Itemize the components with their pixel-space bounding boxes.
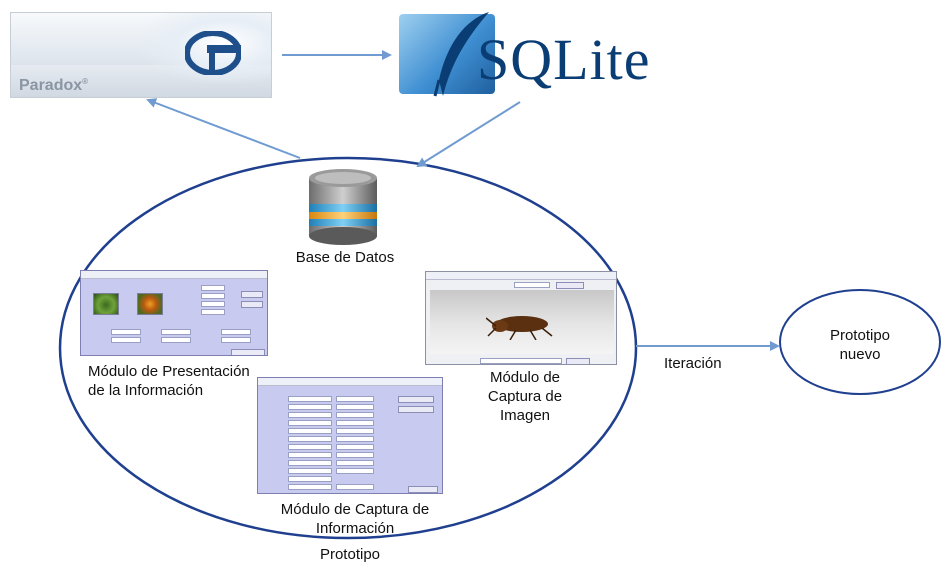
sqlite-logo-text: SQLite (477, 27, 651, 92)
iteration-label: Iteración (664, 355, 722, 372)
feather-icon (433, 12, 489, 97)
capture-info-screenshot (257, 377, 443, 494)
arrow-to-database (416, 101, 521, 168)
capture-info-label: Módulo de Captura de Información (280, 501, 430, 537)
database-icon (309, 169, 377, 245)
prototype-label: Prototipo (319, 546, 381, 563)
paradox-logo: Paradox® (10, 12, 272, 98)
capture-image-screenshot (425, 271, 617, 365)
capture-image-label: Módulo de Captura de Imagen (487, 369, 563, 424)
sqlite-logo: SQLite (395, 10, 650, 98)
arrow-to-paradox (146, 98, 301, 159)
prototype-ellipse (58, 156, 638, 540)
paradox-emblem-icon (185, 31, 241, 75)
presentation-module-label: Módulo de Presentación de la Información (88, 363, 250, 399)
presentation-module-screenshot (80, 270, 268, 356)
new-prototype-ellipse (779, 289, 941, 395)
database-label: Base de Datos (295, 249, 395, 266)
new-prototype-label: Prototipo nuevo (829, 327, 891, 363)
insect-photo (486, 316, 553, 340)
paradox-logo-text: Paradox (19, 77, 83, 94)
